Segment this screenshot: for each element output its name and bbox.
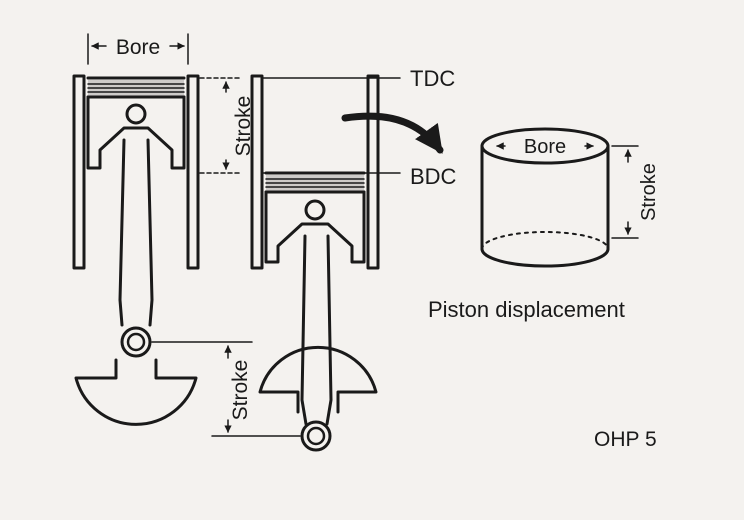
bore-dimension-left: [87, 33, 189, 65]
stroke-dimension-displacement: [611, 145, 639, 239]
stroke-dimension-cylinder: [199, 77, 241, 174]
right-engine: [250, 74, 401, 452]
stroke-label-cylinder: Stroke: [232, 96, 255, 157]
tdc-label: TDC: [410, 66, 455, 91]
connecting-rod-right: [300, 234, 333, 426]
displacement-cylinder: [480, 127, 610, 268]
connecting-rod-left: [118, 138, 154, 327]
crankshaft-right: [258, 345, 378, 452]
slide-number: OHP 5: [594, 428, 657, 451]
crankshaft-left: [74, 326, 198, 426]
piston-pin-right: [304, 199, 326, 221]
stroke-label-crank: Stroke: [229, 360, 252, 421]
piston-right: [264, 171, 366, 264]
stroke-label-displacement: Stroke: [638, 163, 660, 221]
cylinder-left: [72, 74, 200, 270]
bore-label-top: Bore: [116, 36, 160, 59]
cylinder-right: [250, 74, 380, 270]
bore-label-displacement: Bore: [524, 136, 566, 158]
stroke-dimension-crank: [151, 341, 301, 437]
transition-arrow: [341, 112, 444, 154]
piston-displacement-caption: Piston displacement: [428, 297, 625, 322]
left-engine: Bore: [72, 33, 200, 426]
piston-left: [86, 76, 186, 170]
bdc-label: BDC: [410, 164, 457, 189]
piston-pin-left: [125, 103, 147, 125]
